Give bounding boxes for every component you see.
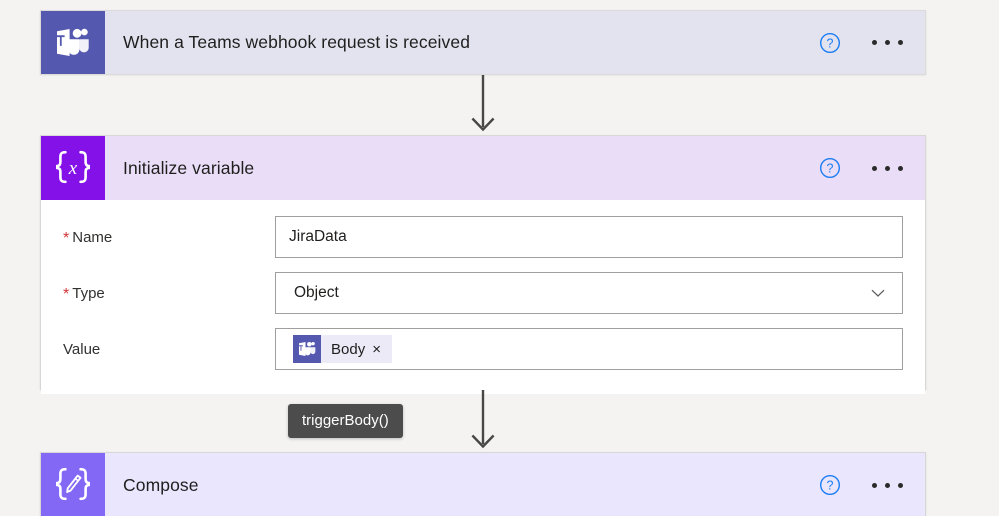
trigger-card[interactable]: When a Teams webhook request is received… [40, 10, 926, 75]
type-label-text: Type [72, 284, 105, 302]
token-label: Body [331, 340, 366, 358]
compose-card[interactable]: Compose ? [40, 452, 926, 516]
compose-pencil-braces-icon [41, 453, 105, 516]
trigger-card-header[interactable]: When a Teams webhook request is received… [41, 11, 925, 74]
form-row-value: Value [63, 328, 903, 370]
dynamic-content-token[interactable]: Body × [293, 335, 392, 363]
type-dropdown[interactable]: Object [275, 272, 903, 314]
chevron-down-icon[interactable] [868, 283, 888, 303]
svg-text:?: ? [827, 479, 834, 493]
value-input[interactable]: Body × [275, 328, 903, 370]
compose-header-actions: ? [819, 453, 907, 516]
initialize-variable-card[interactable]: x Initialize variable ? * [40, 135, 926, 394]
more-options-icon[interactable] [868, 477, 907, 494]
help-circle-icon[interactable]: ? [819, 32, 841, 54]
initialize-variable-card-title: Initialize variable [123, 157, 255, 178]
more-options-icon[interactable] [868, 160, 907, 177]
svg-text:?: ? [827, 36, 834, 50]
type-dropdown-value: Object [294, 284, 339, 301]
help-circle-icon[interactable]: ? [819, 474, 841, 496]
form-row-name: * Name JiraData [63, 216, 903, 258]
svg-text:x: x [68, 158, 78, 179]
name-field-label: * Name [63, 228, 275, 247]
required-asterisk: * [63, 230, 70, 247]
teams-icon [41, 11, 105, 74]
initialize-variable-card-header[interactable]: x Initialize variable ? [41, 136, 925, 200]
form-row-type: * Type Object [63, 272, 903, 314]
trigger-header-actions: ? [819, 11, 907, 74]
arrow-initialize-to-compose [468, 390, 498, 452]
type-field-label: * Type [63, 284, 275, 303]
teams-icon [293, 335, 321, 363]
close-icon[interactable]: × [372, 340, 381, 358]
required-asterisk: * [63, 286, 70, 303]
variable-braces-icon: x [41, 136, 105, 200]
svg-text:?: ? [827, 162, 834, 176]
arrow-trigger-to-initialize [468, 75, 498, 135]
name-input-value: JiraData [289, 228, 347, 245]
value-label-text: Value [63, 340, 101, 358]
help-circle-icon[interactable]: ? [819, 157, 841, 179]
more-options-icon[interactable] [868, 34, 907, 51]
name-label-text: Name [72, 228, 113, 246]
value-field-label: Value [63, 341, 275, 358]
name-input[interactable]: JiraData [275, 216, 903, 258]
compose-card-title: Compose [123, 474, 199, 495]
initialize-header-actions: ? [819, 136, 907, 200]
initialize-variable-form: * Name JiraData * Type Object [41, 200, 925, 394]
token-tooltip: triggerBody() [288, 404, 403, 438]
trigger-card-title: When a Teams webhook request is received [123, 32, 471, 52]
compose-card-header[interactable]: Compose ? [41, 453, 925, 516]
